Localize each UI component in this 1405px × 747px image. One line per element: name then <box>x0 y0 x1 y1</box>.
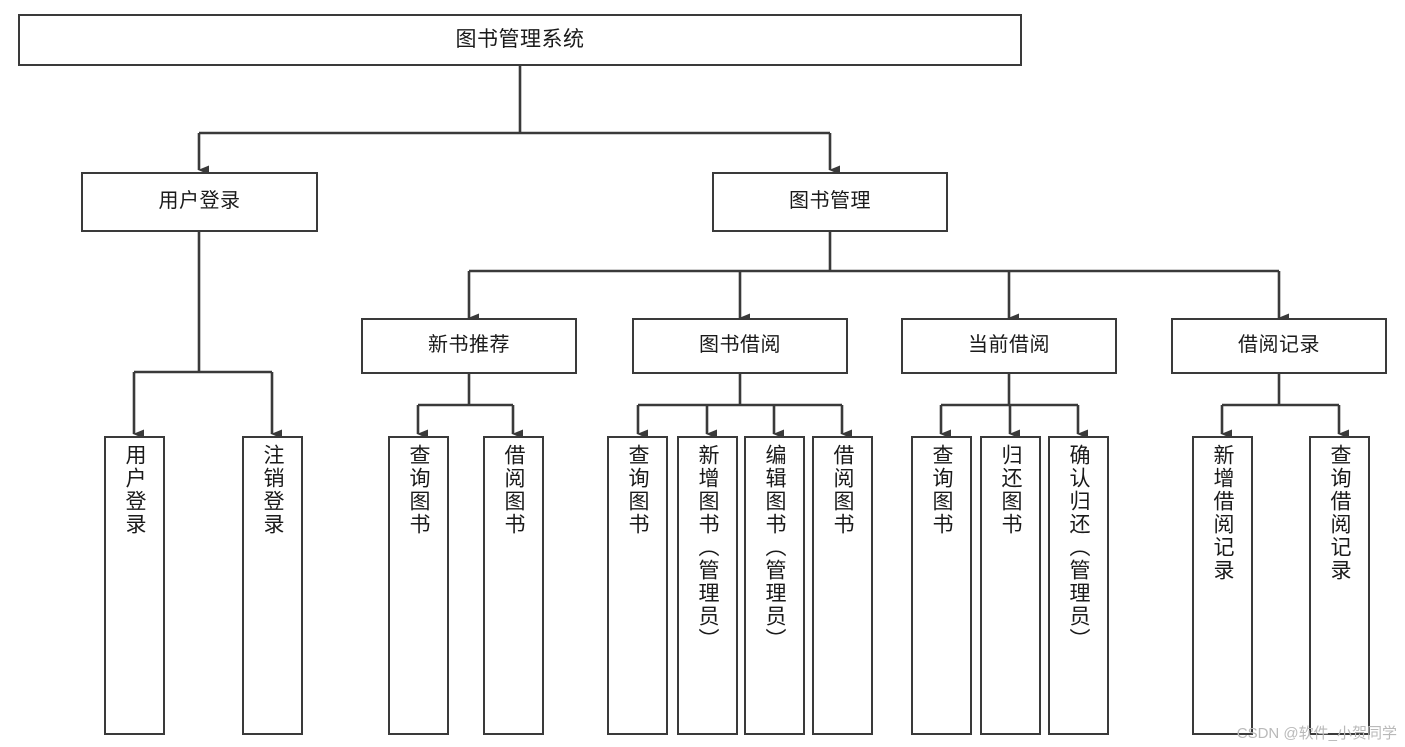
node-leaf-current-return[interactable]: 归还图书 <box>980 436 1041 735</box>
node-leaf-user-login-logout-label: 注销登录 <box>261 444 284 536</box>
watermark-text: CSDN @软件_小贺同学 <box>1236 725 1397 742</box>
node-book-borrow-label: 图书借阅 <box>699 334 781 357</box>
node-book-management-label: 图书管理 <box>789 190 871 213</box>
node-borrow-record-label: 借阅记录 <box>1238 334 1320 357</box>
node-leaf-record-query-label: 查询借阅记录 <box>1328 444 1351 582</box>
node-leaf-record-query[interactable]: 查询借阅记录 <box>1309 436 1370 735</box>
node-leaf-new-book-borrow-label: 借阅图书 <box>502 444 525 536</box>
node-root-system-label: 图书管理系统 <box>455 27 585 51</box>
node-current-borrow[interactable]: 当前借阅 <box>901 318 1117 374</box>
node-leaf-borrow-edit-book-label: 编辑图书（管理员） <box>763 444 786 651</box>
node-leaf-current-query-label: 查询图书 <box>930 444 953 536</box>
node-leaf-record-add-label: 新增借阅记录 <box>1211 444 1234 582</box>
node-leaf-user-login-logout[interactable]: 注销登录 <box>242 436 303 735</box>
node-borrow-record[interactable]: 借阅记录 <box>1171 318 1387 374</box>
node-leaf-current-confirm-return[interactable]: 确认归还（管理员） <box>1048 436 1109 735</box>
node-leaf-borrow-query[interactable]: 查询图书 <box>607 436 668 735</box>
node-leaf-new-book-query-label: 查询图书 <box>407 444 430 536</box>
node-leaf-new-book-borrow[interactable]: 借阅图书 <box>483 436 544 735</box>
node-leaf-current-confirm-return-label: 确认归还（管理员） <box>1067 444 1090 651</box>
node-new-book-recommend-label: 新书推荐 <box>428 334 510 357</box>
node-leaf-borrow-add-book[interactable]: 新增图书（管理员） <box>677 436 738 735</box>
node-leaf-borrow-query-label: 查询图书 <box>626 444 649 536</box>
node-leaf-new-book-query[interactable]: 查询图书 <box>388 436 449 735</box>
node-new-book-recommend[interactable]: 新书推荐 <box>361 318 577 374</box>
node-leaf-user-login-login[interactable]: 用户登录 <box>104 436 165 735</box>
node-leaf-current-query[interactable]: 查询图书 <box>911 436 972 735</box>
node-leaf-borrow-borrow-book[interactable]: 借阅图书 <box>812 436 873 735</box>
node-leaf-borrow-edit-book[interactable]: 编辑图书（管理员） <box>744 436 805 735</box>
node-user-login[interactable]: 用户登录 <box>81 172 318 232</box>
node-leaf-user-login-login-label: 用户登录 <box>123 444 146 536</box>
node-book-management[interactable]: 图书管理 <box>712 172 948 232</box>
node-leaf-current-return-label: 归还图书 <box>999 444 1022 536</box>
node-user-login-label: 用户登录 <box>158 190 241 213</box>
node-book-borrow[interactable]: 图书借阅 <box>632 318 848 374</box>
node-leaf-record-add[interactable]: 新增借阅记录 <box>1192 436 1253 735</box>
node-leaf-borrow-add-book-label: 新增图书（管理员） <box>696 444 719 651</box>
node-leaf-borrow-borrow-book-label: 借阅图书 <box>831 444 854 536</box>
node-root-system[interactable]: 图书管理系统 <box>18 14 1022 66</box>
node-current-borrow-label: 当前借阅 <box>968 334 1050 357</box>
